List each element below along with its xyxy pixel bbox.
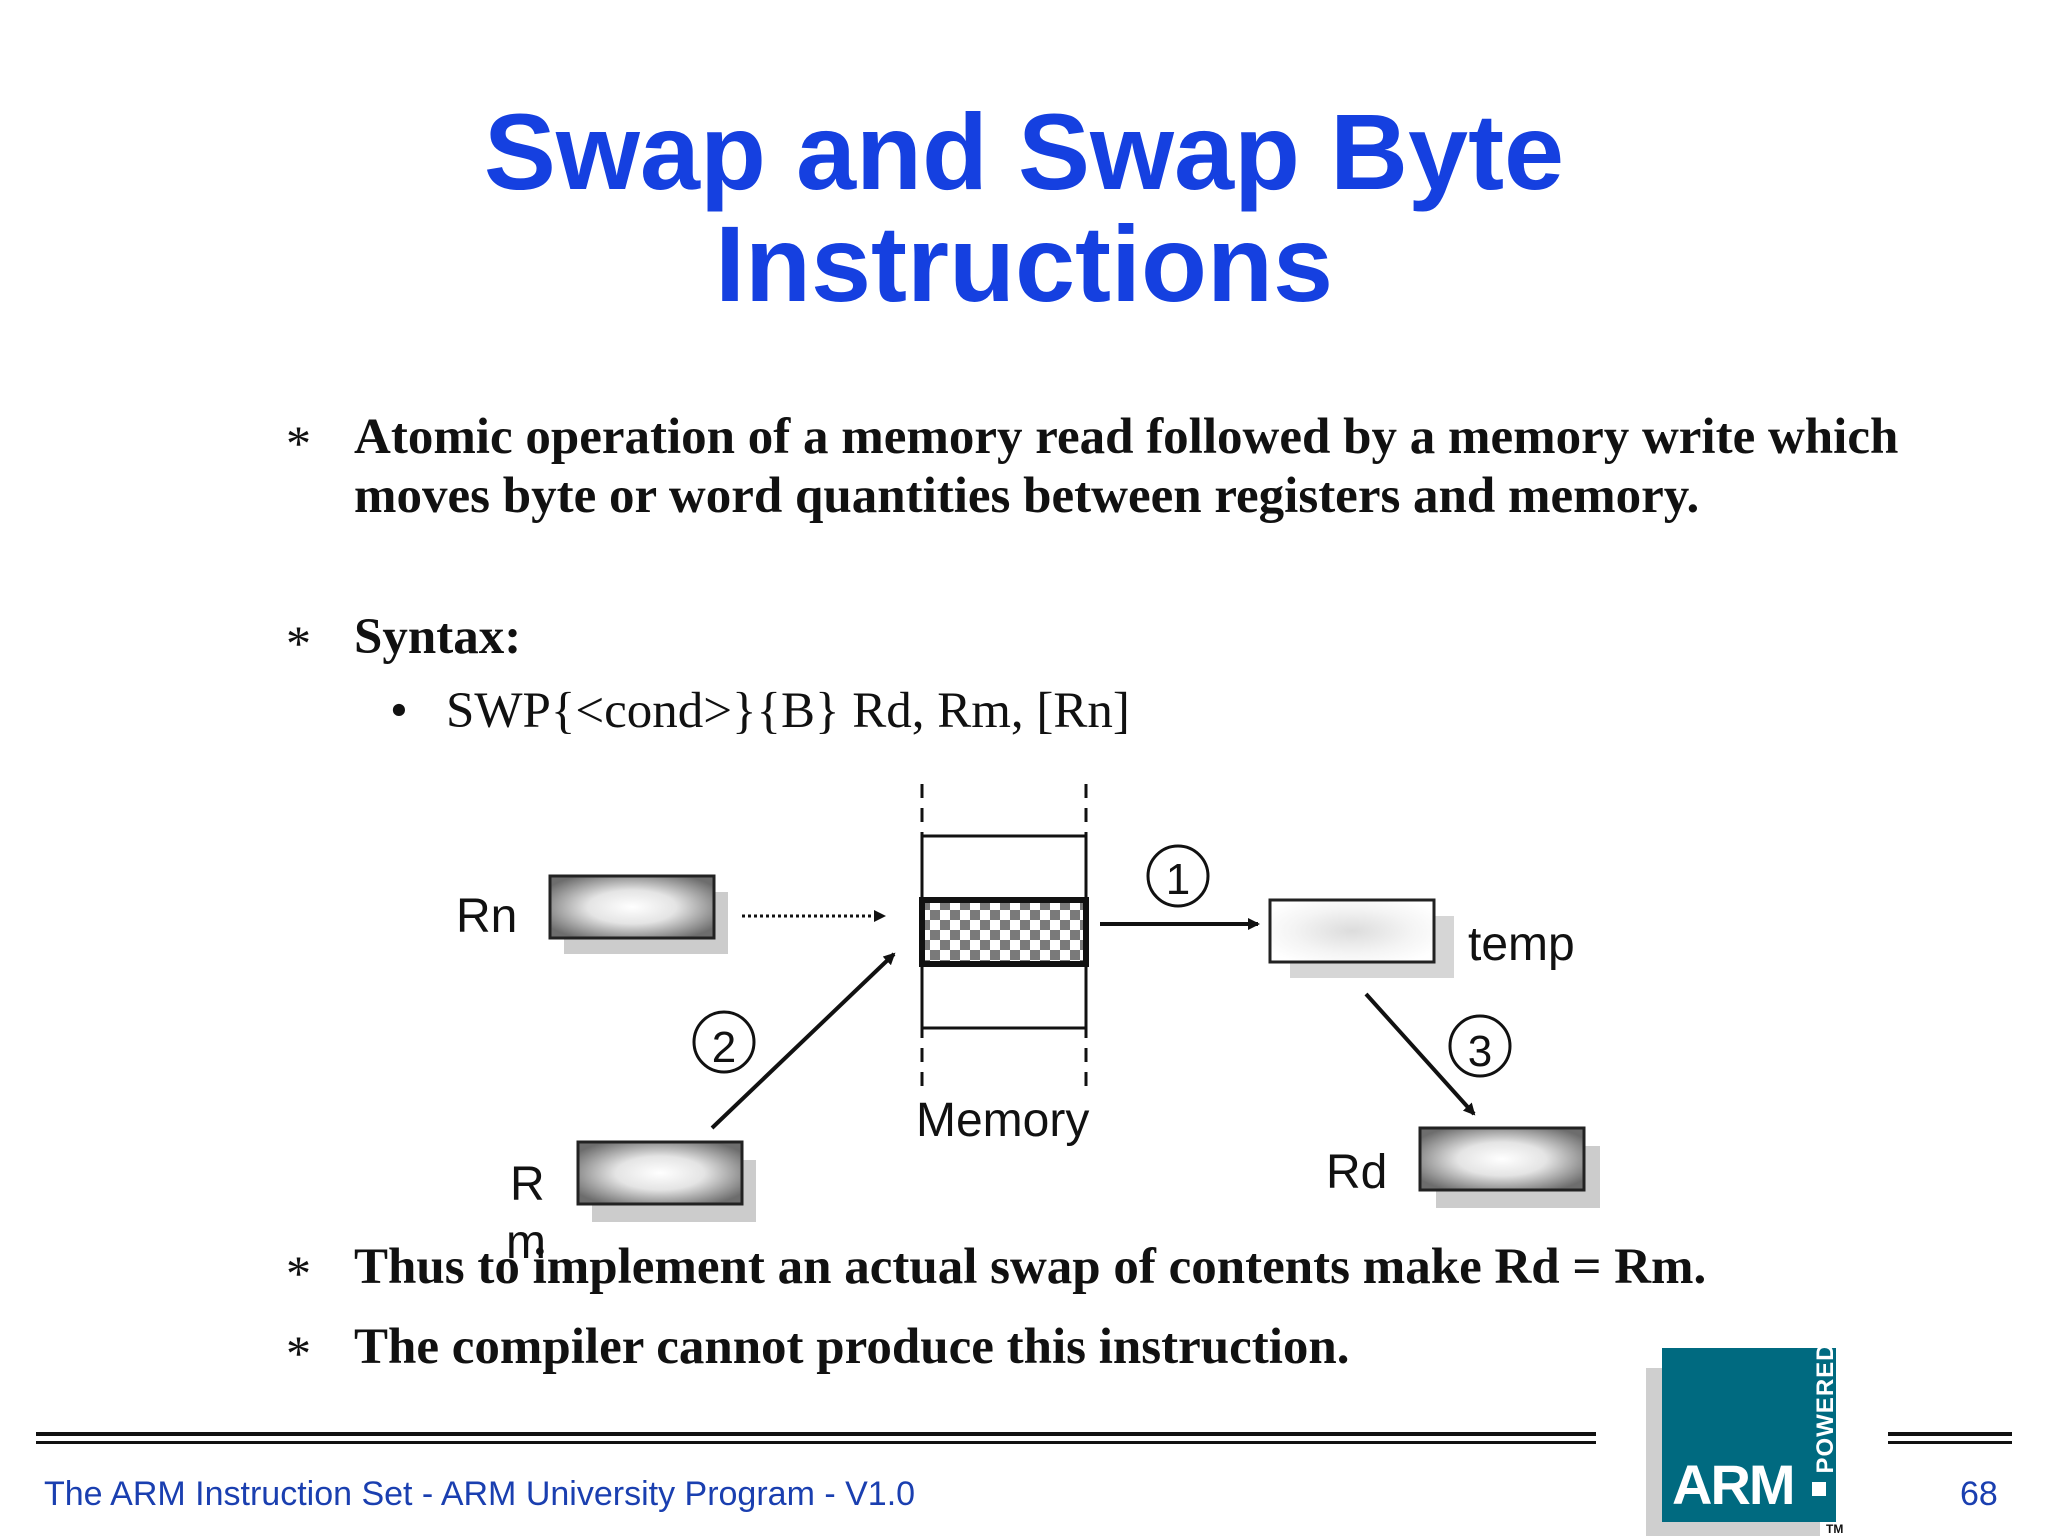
temp-label: temp (1468, 918, 1575, 971)
page-number: 68 (1960, 1475, 1998, 1513)
bullet-marker: * (286, 1245, 311, 1301)
footer-rule-top-right (1888, 1432, 2012, 1436)
rm-label-line-2: m (506, 1216, 546, 1269)
step-2-number: 2 (712, 1023, 736, 1072)
temp-register (1268, 898, 1454, 978)
memory-label: Memory (916, 1094, 1089, 1147)
slide-title: Swap and Swap Byte Instructions (0, 96, 2048, 320)
rm-register (576, 1140, 756, 1222)
bullet-text: Syntax: (354, 609, 522, 665)
footer-rule-bottom-left (36, 1441, 1596, 1444)
bullet-marker: * (286, 615, 311, 671)
step-3-arrow (1364, 992, 1476, 1116)
title-line-1: Swap and Swap Byte (483, 91, 1565, 212)
rm-label-line-1: R (510, 1158, 545, 1211)
bullet-marker: * (286, 1325, 311, 1381)
rn-label: Rn (456, 890, 517, 943)
footer-rule-bottom-right (1888, 1441, 2012, 1444)
step-2-circle (692, 1010, 756, 1074)
rn-register (548, 874, 728, 954)
step-3-number: 3 (1468, 1027, 1492, 1076)
sub-bullet-marker: • (390, 683, 408, 739)
syntax-text: SWP{<cond>}{B} Rd, Rm, [Rn] (446, 683, 1130, 739)
bullet-text: The compiler cannot produce this instruc… (354, 1319, 1350, 1375)
footer-course-title: The ARM Instruction Set - ARM University… (44, 1475, 916, 1513)
step-3-circle (1448, 1014, 1512, 1078)
title-line-2: Instructions (714, 203, 1334, 324)
step-1-circle (1146, 844, 1210, 908)
step-1-number: 1 (1166, 855, 1190, 904)
footer-rule-top-left (36, 1432, 1596, 1436)
logo-brand: ARM (1672, 1453, 1796, 1516)
logo-square (1812, 1482, 1826, 1496)
arm-powered-logo: ARM POWERED (1662, 1343, 1839, 1522)
rd-label: Rd (1326, 1146, 1387, 1199)
step-2-arrow (710, 952, 896, 1130)
logo-powered-text: POWERED (1812, 1342, 1839, 1474)
rd-register (1418, 1126, 1600, 1208)
bullet-text: Atomic operation of a memory read follow… (354, 409, 1899, 524)
bullet-text: Thus to implement an actual swap of cont… (354, 1239, 1707, 1295)
bullet-marker: * (286, 415, 311, 471)
trademark-symbol: TM (1826, 1522, 1844, 1536)
memory-block (919, 784, 1089, 1090)
